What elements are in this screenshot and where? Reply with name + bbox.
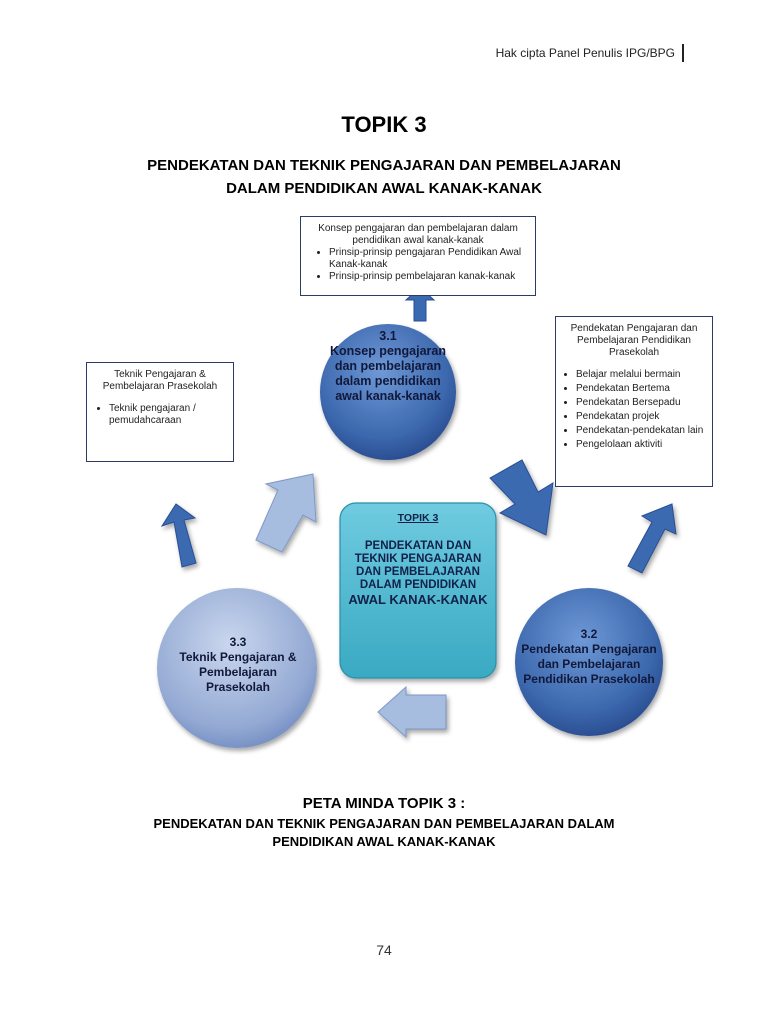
mind-map-caption-line-2: PENDIDIKAN AWAL KANAK-KANAK — [272, 834, 496, 849]
info-box-konsep-list: Prinsip-prinsip pengajaran Pendidikan Aw… — [309, 247, 527, 283]
node-3-2-text: Pendekatan Pengajaran dan Pembelajaran P… — [521, 642, 657, 686]
node-3-2-number: 3.2 — [580, 627, 598, 641]
main-title-line-1: PENDEKATAN DAN TEKNIK PENGAJARAN DAN PEM… — [147, 157, 621, 174]
info-box-teknik-list: Teknik pengajaran / pemudahcaraan — [93, 403, 227, 427]
list-item: Pendekatan-pendekatan lain — [576, 425, 706, 437]
list-item: Teknik pengajaran / pemudahcaraan — [109, 403, 227, 427]
node-3-1-circle — [320, 324, 456, 460]
arrow-3-3-to-3-1 — [255, 473, 317, 553]
node-3-3-label: 3.3 Teknik Pengajaran & Pembelajaran Pra… — [168, 635, 308, 695]
page-title: TOPIK 3 — [341, 112, 427, 137]
page-number: 74 — [376, 942, 392, 958]
list-item: Prinsip-prinsip pembelajaran kanak-kanak — [329, 271, 527, 283]
header-divider — [682, 44, 684, 62]
node-3-2-circle — [515, 588, 663, 736]
node-3-1-number: 3.1 — [379, 329, 397, 343]
list-item: Pendekatan Bertema — [576, 383, 706, 395]
node-3-3-number: 3.3 — [229, 635, 247, 649]
center-topic-label: TOPIK 3 PENDEKATAN DAN TEKNIK PENGAJARAN… — [343, 512, 493, 607]
list-item: Pendekatan Bersepadu — [576, 397, 706, 409]
node-3-1-text: Konsep pengajaran dan pembelajaran dalam… — [330, 344, 446, 403]
arrow-up-to-left-box — [160, 503, 197, 568]
mind-map-caption-line-1: PENDEKATAN DAN TEKNIK PENGAJARAN DAN PEM… — [153, 816, 615, 831]
info-box-konsep: Konsep pengajaran dan pembelajaran dalam… — [300, 216, 536, 296]
center-topic-box — [339, 502, 497, 679]
info-box-pendekatan-list: Belajar melalui bermain Pendekatan Berte… — [562, 369, 706, 451]
center-topic-tag: TOPIK 3 — [397, 512, 439, 524]
arrow-3-1-to-3-2 — [489, 459, 554, 536]
info-box-teknik: Teknik Pengajaran & Pembelajaran Praseko… — [86, 362, 234, 462]
arrow-up-to-right-box — [627, 503, 677, 574]
list-item: Belajar melalui bermain — [576, 369, 706, 381]
center-topic-line-2: AWAL KANAK-KANAK — [348, 592, 488, 607]
node-3-2-label: 3.2 Pendekatan Pengajaran dan Pembelajar… — [516, 627, 662, 687]
list-item: Pengelolaan aktiviti — [576, 439, 706, 451]
info-box-konsep-heading: Konsep pengajaran dan pembelajaran dalam… — [318, 223, 518, 246]
node-3-3-circle — [157, 588, 317, 748]
info-box-pendekatan: Pendekatan Pengajaran dan Pembelajaran P… — [555, 316, 713, 487]
center-topic-line-1: PENDEKATAN DAN TEKNIK PENGAJARAN DAN PEM… — [354, 540, 482, 591]
info-box-pendekatan-heading: Pendekatan Pengajaran dan Pembelajaran P… — [570, 323, 698, 358]
info-box-teknik-heading: Teknik Pengajaran & Pembelajaran Praseko… — [102, 369, 218, 392]
list-item: Prinsip-prinsip pengajaran Pendidikan Aw… — [329, 247, 527, 271]
arrow-3-2-to-3-3 — [377, 685, 447, 739]
main-title-line-2: DALAM PENDIDIKAN AWAL KANAK-KANAK — [226, 180, 542, 197]
mind-map-caption-title: PETA MINDA TOPIK 3 : — [302, 795, 466, 812]
page-header: Hak cipta Panel Penulis IPG/BPG — [495, 46, 675, 60]
list-item: Pendekatan projek — [576, 411, 706, 423]
node-3-1-label: 3.1 Konsep pengajaran dan pembelajaran d… — [323, 329, 453, 404]
node-3-3-text: Teknik Pengajaran & Pembelajaran Praseko… — [179, 650, 297, 694]
